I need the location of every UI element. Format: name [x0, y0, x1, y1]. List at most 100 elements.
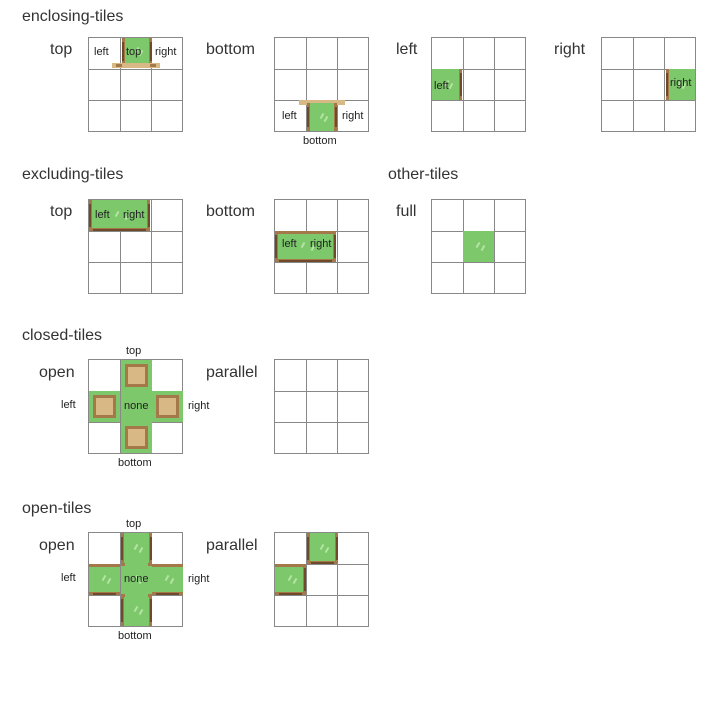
dirt-edge [666, 73, 668, 96]
grid-line [664, 38, 665, 131]
tile-label-left: left [282, 238, 297, 250]
grid-line [89, 262, 182, 263]
dirt-edge [334, 235, 336, 258]
grass-tile [121, 595, 152, 626]
grid-line [432, 262, 525, 263]
grid-line [89, 100, 182, 101]
dirt-edge [148, 204, 150, 227]
tile-label-bottom: bottom [118, 630, 152, 642]
dirt-edge [156, 593, 179, 595]
grid-line [337, 200, 338, 293]
dirt-edge [279, 593, 302, 595]
corner [121, 563, 125, 566]
dirt-edge [122, 42, 124, 61]
grid-line [275, 69, 368, 70]
grass-tile [463, 231, 494, 262]
tile-label-right: right [342, 110, 364, 122]
hollow [0, 30, 15, 45]
tile-layer [0, 0, 720, 626]
grass-tile [275, 564, 306, 595]
grass-tile [89, 564, 120, 595]
grid-line [432, 69, 525, 70]
label-closed-parallel: parallel [206, 364, 258, 381]
dirt-edge [311, 562, 334, 564]
corner [148, 563, 152, 566]
label-open-parallel: parallel [206, 537, 258, 554]
sand-ring [128, 429, 145, 446]
grid-line [337, 38, 338, 131]
sand-ring [96, 398, 113, 415]
dirt-edge [307, 107, 309, 127]
sand-strip [112, 63, 160, 68]
tile-label-left: left [61, 399, 76, 411]
dirt-edge [304, 568, 306, 591]
tile-label-right: right [670, 77, 692, 89]
section-other-tiles: other-tiles [388, 166, 459, 183]
sand-strip [299, 100, 345, 105]
dirt-edge [93, 593, 116, 595]
tile-label-left: left [95, 209, 110, 221]
dirt-edge [275, 235, 277, 258]
tile-label-right: right [155, 46, 177, 58]
grid-line [633, 38, 634, 131]
grid-line [432, 100, 525, 101]
label-other-full: full [396, 203, 417, 220]
grid-line [275, 595, 368, 596]
grid-line [120, 200, 121, 293]
grid-line [306, 533, 307, 626]
grass-tile [121, 533, 152, 564]
grid-line [120, 38, 121, 131]
tile-label-left: left [61, 572, 76, 584]
grid-line [120, 533, 121, 626]
grid-line [151, 200, 152, 293]
corner [148, 594, 152, 597]
tile-label-bottom: bottom [303, 135, 337, 147]
label-enclosing-left: left [396, 41, 418, 58]
grass-tile [307, 533, 338, 564]
grid-line [337, 533, 338, 626]
grid-line [151, 38, 152, 131]
grid-line [120, 360, 121, 453]
grid-line [275, 391, 368, 392]
label-enclosing-bottom: bottom [206, 41, 255, 58]
grid-line [89, 231, 182, 232]
grass-tile [666, 69, 695, 100]
tile-label-left: left [434, 80, 449, 92]
hollow [0, 0, 15, 15]
label-enclosing-top: top [50, 41, 73, 58]
grass-tile [89, 200, 150, 231]
tile-label-left: left [282, 110, 297, 122]
hollow [0, 60, 21, 81]
grass-tile [152, 564, 183, 595]
grid-line [275, 564, 368, 565]
grid-line [602, 100, 695, 101]
grid-line [602, 69, 695, 70]
corner [121, 594, 125, 597]
dirt-edge [89, 564, 120, 567]
section-excluding-tiles: excluding-tiles [22, 166, 124, 183]
grid-line [306, 360, 307, 453]
tile-label-right: right [188, 573, 210, 585]
sand-ring [159, 398, 176, 415]
hollow [0, 45, 15, 60]
label-closed-open: open [39, 364, 75, 381]
grid-line [494, 200, 495, 293]
grid-closed-parallel [274, 359, 369, 454]
label-open-open: open [39, 537, 75, 554]
dirt-edge [335, 107, 337, 127]
tile-label-none: none [124, 573, 149, 585]
dirt-edge [150, 537, 152, 560]
hollow [0, 15, 15, 30]
grid-line [337, 360, 338, 453]
tile-label-top: top [126, 345, 142, 357]
sand-ring [128, 367, 145, 384]
grid-line [494, 38, 495, 131]
dirt-edge [121, 599, 123, 622]
tile-label-bottom: bottom [118, 457, 152, 469]
tile-label-right: right [188, 400, 210, 412]
dirt-edge [307, 537, 309, 560]
label-enclosing-right: right [554, 41, 586, 58]
tile-label-none: none [124, 400, 149, 412]
section-enclosing-tiles: enclosing-tiles [22, 8, 124, 25]
dirt-edge [152, 564, 183, 567]
